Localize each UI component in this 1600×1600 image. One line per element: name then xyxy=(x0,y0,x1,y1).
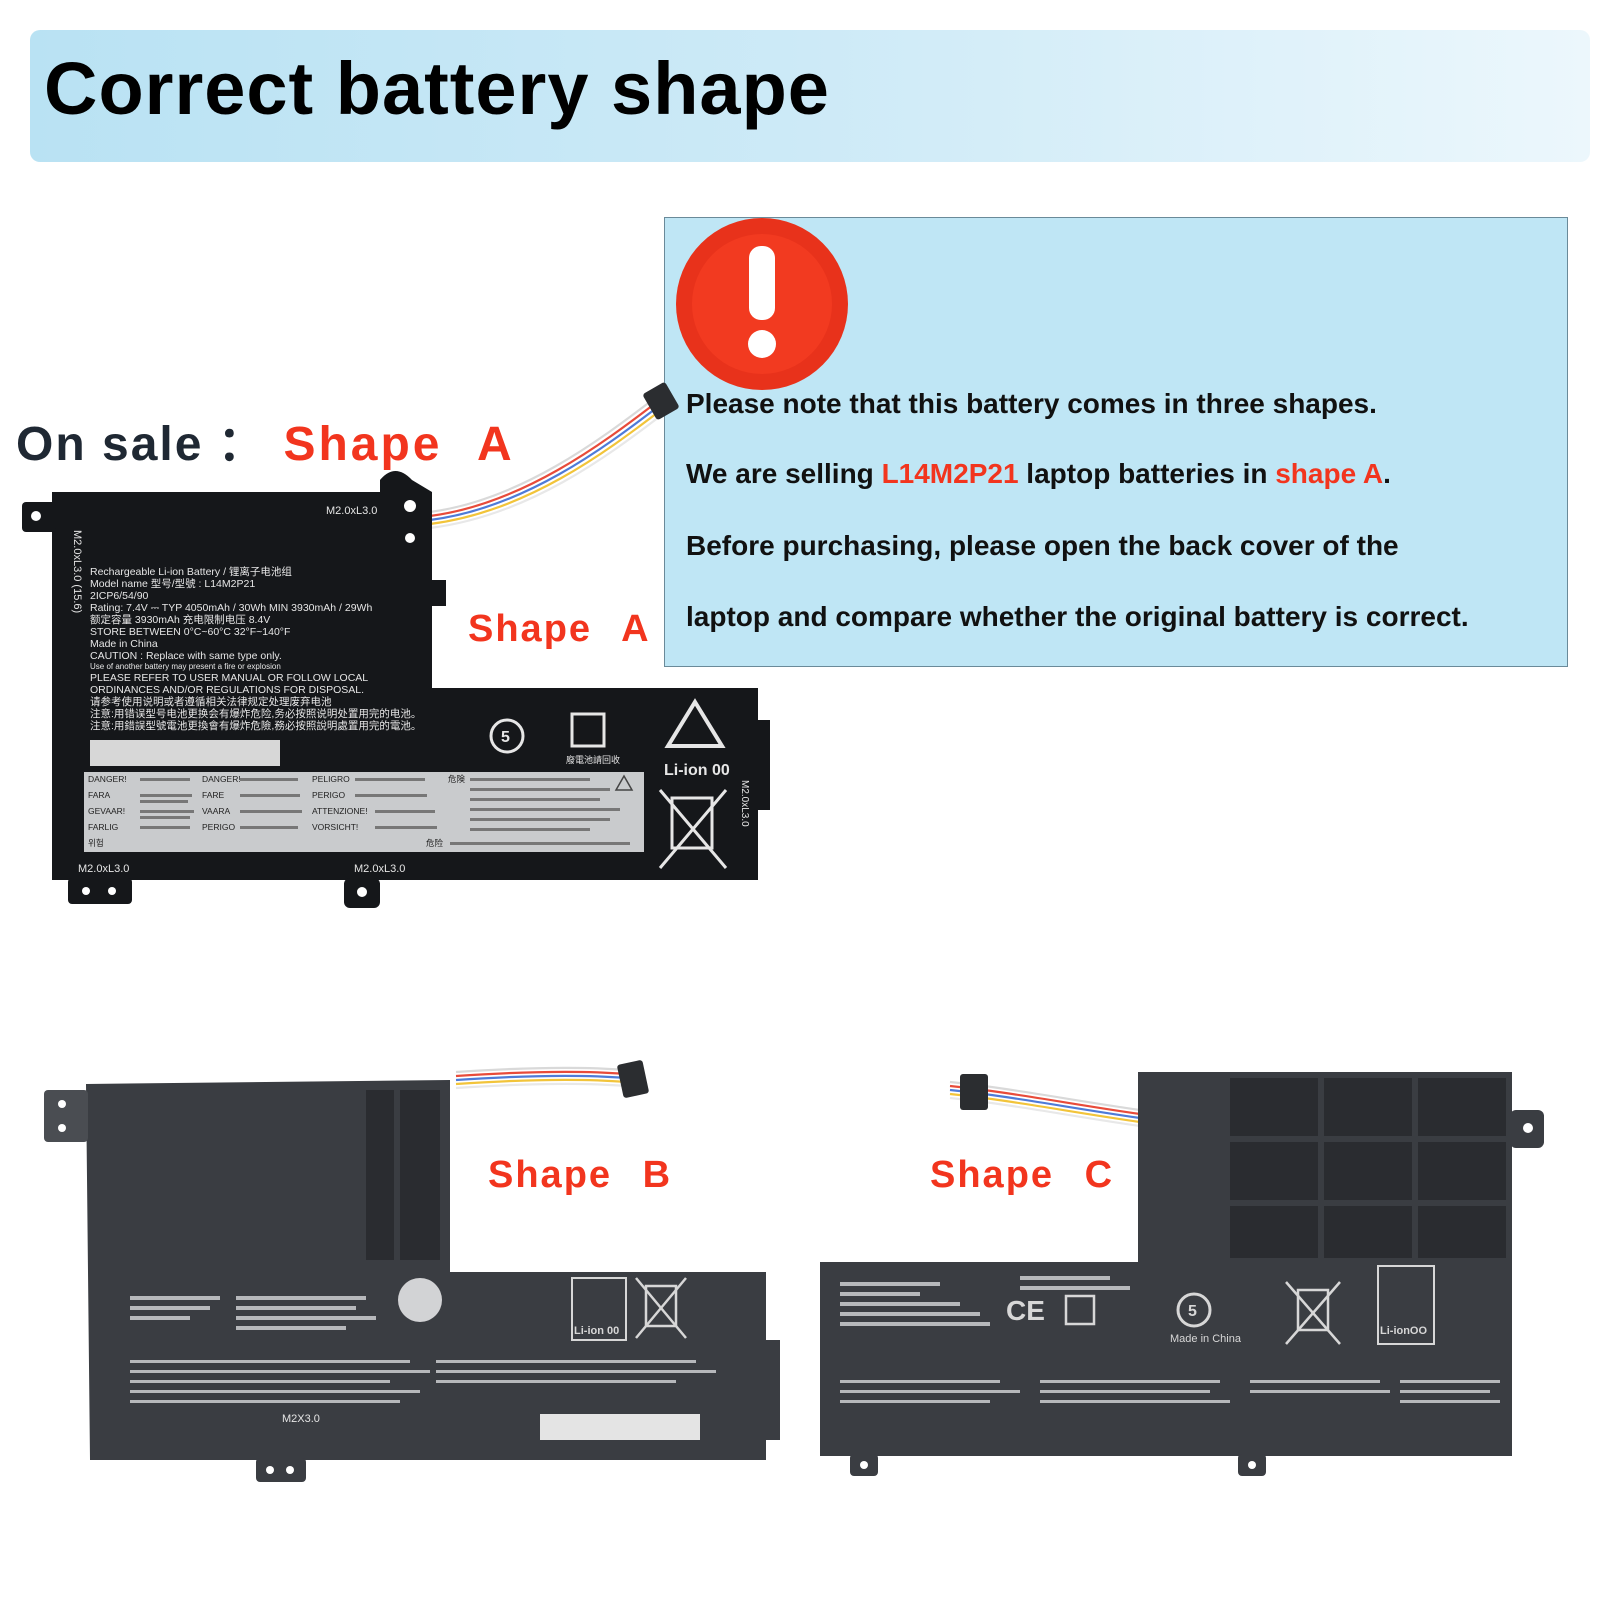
battery-a-label-line: 注意:用錯誤型號電池更換會有爆炸危險,務必按照說明處置用完的電池。 xyxy=(90,719,421,732)
battery-c-cells xyxy=(1230,1078,1506,1258)
battery-b-cells xyxy=(366,1090,440,1260)
battery-a-label-line: Rechargeable Li-ion Battery / 锂离子电池组 xyxy=(90,565,292,578)
battery-a-label-line: Rating: 7.4V ⎓ TYP 4050mAh / 30Wh MIN 39… xyxy=(90,602,372,614)
battery-c-label-print xyxy=(840,1276,1500,1403)
notice-line-2: We are selling L14M2P21 laptop batteries… xyxy=(686,458,1391,490)
battery-b-screw-bottom: M2X3.0 xyxy=(282,1413,320,1425)
battery-a-warning-text: DANGER! FARA GEVAAR! FARLIG 위험 DANGER! F… xyxy=(88,774,466,848)
on-sale-shape: Shape A xyxy=(283,418,515,471)
warning-word: PERIGO xyxy=(202,822,235,832)
battery-a-cable xyxy=(429,397,664,530)
battery-a-recycle-caption: 廢電池請回收 xyxy=(566,754,620,765)
battery-a-sticker xyxy=(90,740,280,766)
on-sale-separator: ： xyxy=(217,418,266,471)
notice-line-2-pre: We are selling xyxy=(686,458,882,489)
battery-a-label-line: PLEASE REFER TO USER MANUAL OR FOLLOW LO… xyxy=(90,672,368,684)
on-sale-text: On sale xyxy=(16,418,204,471)
model-highlight: L14M2P21 xyxy=(881,458,1019,489)
shape-a-label: Shape A xyxy=(468,608,651,650)
warning-word: GEVAAR! xyxy=(88,806,125,816)
battery-shape-b: Li-ion 00 M2X3.0 xyxy=(44,1060,780,1482)
battery-a-warning-triangle-icon xyxy=(614,774,634,791)
warning-word: FARLIG xyxy=(88,822,118,832)
battery-c-weee-icon xyxy=(1285,1281,1341,1345)
battery-b-weee-icon xyxy=(635,1277,687,1339)
shape-c-label: Shape C xyxy=(930,1154,1115,1196)
notice-line-4: laptop and compare whether the original … xyxy=(686,601,1469,632)
battery-a-recycle-text: Li-ion 00 xyxy=(664,762,730,779)
battery-a-screw-right: M2.0xL3.0 xyxy=(739,780,750,827)
battery-c-recycle-text: Li-ionOO xyxy=(1380,1325,1427,1337)
battery-b-seal-icon xyxy=(398,1278,442,1322)
exclamation-icon xyxy=(676,218,848,390)
on-sale-label: On sale： Shape A xyxy=(16,404,515,474)
warning-word: 위험 xyxy=(88,838,104,848)
notice-line-1: Please note that this battery comes in t… xyxy=(686,388,1377,419)
battery-a-screw-side: M2.0xL3.0 (15.6) xyxy=(71,530,83,613)
battery-a-connector xyxy=(643,382,679,420)
battery-b-tab-left xyxy=(44,1090,88,1142)
battery-b-recycle-text: Li-ion 00 xyxy=(574,1325,619,1337)
warning-word: 危険 xyxy=(448,774,466,784)
battery-a-label-line: Model name 型号/型號 : L14M2P21 xyxy=(90,577,255,590)
warning-word: ATTENZIONE! xyxy=(312,806,368,816)
warning-word: VAARA xyxy=(202,806,231,816)
page-title: Correct battery shape xyxy=(44,47,830,130)
battery-a-screw-bottom-left: M2.0xL3.0 xyxy=(78,863,129,875)
battery-c-recycle-cn-icon xyxy=(1064,1294,1096,1326)
battery-a-label-line: 请参考使用说明或者遵循相关法律规定处理废弃电池 xyxy=(90,695,332,708)
battery-a-label-line: CAUTION : Replace with same type only. xyxy=(90,650,282,662)
battery-b-body xyxy=(86,1080,766,1460)
warning-word: FARA xyxy=(88,790,111,800)
battery-shape-a: M2.0xL3.0 M2.0xL3.0 (15.6) Rechargeable … xyxy=(22,382,770,908)
shape-highlight: shape A xyxy=(1275,458,1384,489)
battery-a-warning-fine-print xyxy=(140,778,630,845)
warning-word: 危险 xyxy=(426,838,444,848)
battery-a-weee-icon xyxy=(658,789,728,869)
header-banner xyxy=(30,30,1590,162)
battery-c-ce-mark: CE xyxy=(1006,1295,1045,1326)
battery-a-recycle-cn-icon: 廢電池請回收 xyxy=(566,712,620,765)
notice-line-2-post: . xyxy=(1383,458,1391,489)
battery-a-cycle-symbol: 5 xyxy=(489,718,525,754)
notice-line-2-mid: laptop batteries in xyxy=(1018,458,1276,489)
warning-word: PERIGO xyxy=(312,790,345,800)
battery-a-label-line: Made in China xyxy=(90,638,158,650)
battery-a-label-line: 2ICP6/54/90 xyxy=(90,590,149,602)
warning-word: DANGER! xyxy=(88,774,127,784)
battery-c-made-in: Made in China xyxy=(1170,1333,1242,1345)
warning-word: FARE xyxy=(202,790,225,800)
battery-a-label-line: ORDINANCES AND/OR REGULATIONS FOR DISPOS… xyxy=(90,684,364,696)
shape-b-label: Shape B xyxy=(488,1154,673,1196)
notice-line-3: Before purchasing, please open the back … xyxy=(686,530,1399,561)
battery-b-barcode xyxy=(540,1414,700,1440)
battery-b-recycle-icon: Li-ion 00 xyxy=(571,1277,627,1341)
svg-text:5: 5 xyxy=(1188,1303,1197,1320)
battery-a-screw-bottom-mid: M2.0xL3.0 xyxy=(354,863,405,875)
warning-word: PELIGRO xyxy=(312,774,350,784)
battery-a-label-line: 额定容量 3930mAh 充电限制电压 8.4V xyxy=(90,613,270,626)
battery-a-label: Rechargeable Li-ion Battery / 锂离子电池组 Mod… xyxy=(90,565,421,732)
battery-c-connector xyxy=(960,1074,988,1110)
battery-a-screw-top: M2.0xL3.0 xyxy=(326,505,377,517)
battery-b-label-print xyxy=(130,1296,716,1403)
battery-b-cable xyxy=(455,1066,627,1090)
warning-word: VORSICHT! xyxy=(312,822,358,832)
battery-a-label-line: 注意:用错误型号电池更换会有爆炸危险,务必按照说明处置用完的电池。 xyxy=(90,707,421,720)
battery-b-connector xyxy=(617,1060,649,1098)
warning-word: DANGER! xyxy=(202,774,241,784)
battery-a-recycle-icon: Li-ion 00 xyxy=(664,698,730,779)
svg-text:5: 5 xyxy=(501,729,510,746)
battery-c-recycle-icon: Li-ionOO xyxy=(1377,1265,1435,1345)
battery-a-label-line: Use of another battery may present a fir… xyxy=(90,662,281,671)
battery-shape-c: CE 5 Made in China Li-ionOO xyxy=(820,1072,1544,1476)
battery-a-label-line: STORE BETWEEN 0°C~60°C 32°F~140°F xyxy=(90,626,290,638)
battery-c-cycle-symbol: 5 Made in China xyxy=(1170,1292,1242,1345)
